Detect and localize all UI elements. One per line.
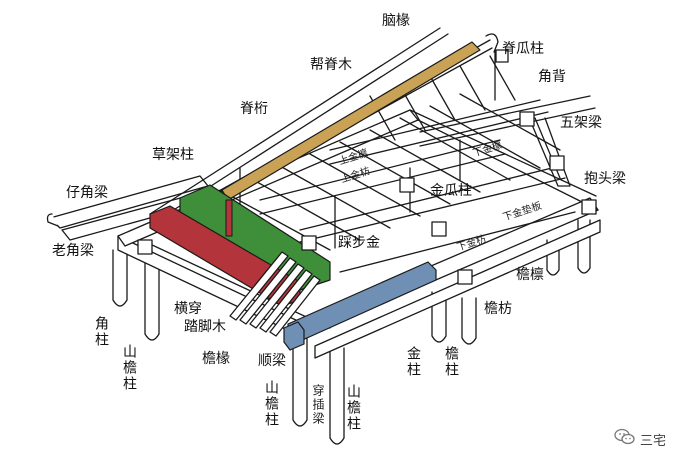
eave-rafters [229,251,321,337]
label-naoxiang: 脑椽 [382,13,410,29]
upper-structure [219,49,596,273]
label-zijiao-liang: 仔角梁 [66,185,108,201]
label-baotou-liang: 抱头梁 [584,171,626,187]
label-yan-chuan: 檐椽 [202,351,230,367]
label-shan-yanzhu-mid: 山檐柱 [263,380,279,428]
label-yan-fang: 檐枋 [484,301,512,317]
label-jingua-zhu: 金瓜柱 [430,183,472,199]
label-jin-zhu: 金柱 [405,346,421,378]
label-shan-yanzhu-right: 山檐柱 [345,384,361,432]
label-yan-lin: 檐檩 [516,267,544,283]
label-jiao-zhu: 角柱 [93,316,109,348]
watermark: 三宅 [614,428,666,450]
label-bangji-mu: 帮脊木 [310,57,352,73]
label-jiaobei: 角背 [538,69,566,85]
column-caps [137,49,597,285]
red-post [225,199,233,237]
label-yan-zhu: 檐柱 [443,346,459,378]
label-gualing-zhu: 脊瓜柱 [502,41,544,57]
label-chuancha-liang: 穿插梁 [311,384,325,426]
label-shan-yanzhu-left: 山檐柱 [121,344,137,392]
blue-block [283,321,305,351]
label-heng-chuan: 横穿 [174,301,202,317]
watermark-text: 三宅 [639,433,666,449]
wechat-icon [614,428,636,450]
label-tajiao-mu: 踏脚木 [184,319,226,335]
label-cibu-jin: 踩步金 [338,235,380,251]
label-ji-heng: 脊桁 [240,101,268,117]
label-wujia-liang: 五架梁 [560,115,602,131]
label-laojiao-liang: 老角梁 [52,243,94,259]
label-chajia-zhu: 草架柱 [152,147,194,163]
label-shun-liang: 顺梁 [258,353,286,369]
